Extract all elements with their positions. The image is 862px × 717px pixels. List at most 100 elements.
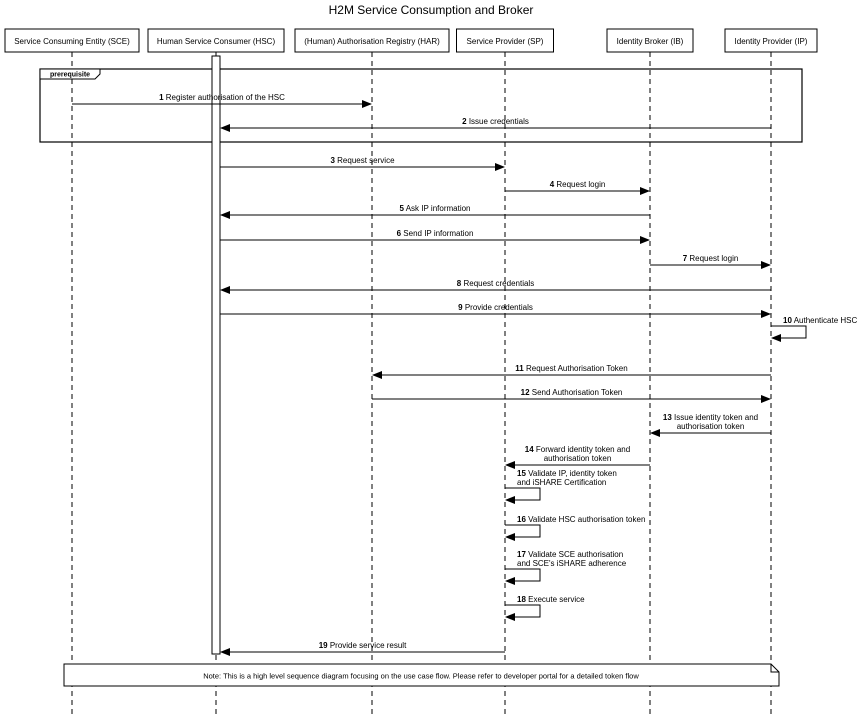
message-number: 6 bbox=[397, 229, 402, 238]
message-18: 18 Execute service bbox=[505, 595, 585, 621]
message-label: 1 Register authorisation of the HSC bbox=[159, 93, 285, 102]
message-number: 13 bbox=[663, 413, 672, 422]
message-label: 2 Issue credentials bbox=[462, 117, 529, 126]
frame-label: prerequisite bbox=[50, 72, 90, 79]
message-text: Request login bbox=[689, 254, 738, 263]
message-number: 18 bbox=[517, 595, 526, 604]
prerequisite-frame: prerequisite bbox=[39, 68, 803, 143]
actor-label-ib: Identity Broker (IB) bbox=[617, 37, 684, 46]
note-text: Note: This is a high level sequence diag… bbox=[203, 672, 639, 681]
message-number: 7 bbox=[683, 254, 688, 263]
lifelines bbox=[71, 52, 772, 717]
message-5: 5 Ask IP information bbox=[220, 204, 650, 219]
message-2: 2 Issue credentials bbox=[220, 117, 771, 132]
message-label: and SCE's iSHARE adherence bbox=[517, 559, 627, 568]
message-text: Request credentials bbox=[463, 279, 534, 288]
message-text: Provide service result bbox=[330, 641, 407, 650]
self-arrow bbox=[505, 524, 541, 541]
message-number: 2 bbox=[462, 117, 467, 126]
message-12: 12 Send Authorisation Token bbox=[372, 388, 771, 403]
message-label: authorisation token bbox=[677, 422, 745, 431]
message-text: Send Authorisation Token bbox=[532, 388, 623, 397]
message-label: 13 Issue identity token and bbox=[663, 413, 758, 422]
messages: 1 Register authorisation of the HSC 2 Iss… bbox=[72, 93, 858, 656]
actor-box-sp bbox=[456, 28, 554, 53]
message-9: 9 Provide credentials bbox=[220, 303, 771, 318]
message-label: 3 Request service bbox=[330, 156, 395, 165]
message-text: authorisation token bbox=[544, 454, 612, 463]
message-label: 9 Provide credentials bbox=[458, 303, 533, 312]
actor-box-ip bbox=[724, 28, 818, 53]
message-number: 10 bbox=[783, 316, 792, 325]
message-text: Send IP information bbox=[403, 229, 473, 238]
actor-box-ib bbox=[606, 28, 694, 53]
message-number: 4 bbox=[550, 180, 555, 189]
message-label: 12 Send Authorisation Token bbox=[521, 388, 623, 397]
message-1: 1 Register authorisation of the HSC bbox=[72, 93, 372, 108]
actor-boxes: Service Consuming Entity (SCE) Human Serv… bbox=[4, 28, 818, 53]
self-arrow bbox=[771, 325, 807, 342]
actor-label-ip: Identity Provider (IP) bbox=[735, 37, 808, 46]
actor-box-sce bbox=[4, 28, 140, 53]
message-number: 17 bbox=[517, 550, 526, 559]
message-text: Execute service bbox=[528, 595, 585, 604]
message-16: 16 Validate HSC authorisation token bbox=[505, 515, 645, 541]
message-3: 3 Request service bbox=[220, 156, 505, 171]
message-label: 17 Validate SCE authorisation bbox=[517, 550, 623, 559]
self-arrow bbox=[505, 568, 541, 585]
message-number: 3 bbox=[330, 156, 335, 165]
message-text: and iSHARE Certification bbox=[517, 478, 606, 487]
message-text: Ask IP information bbox=[406, 204, 471, 213]
message-text: Register authorisation of the HSC bbox=[166, 93, 285, 102]
diagram-title: H2M Service Consumption and Broker bbox=[329, 3, 534, 17]
message-label: 7 Request login bbox=[683, 254, 739, 263]
self-arrow bbox=[505, 487, 541, 504]
actor-label-sce: Service Consuming Entity (SCE) bbox=[14, 37, 130, 46]
hsc-activation-bar bbox=[211, 55, 221, 655]
message-14: 14 Forward identity token andauthorisati… bbox=[505, 445, 650, 469]
message-4: 4 Request login bbox=[505, 180, 650, 195]
message-text: authorisation token bbox=[677, 422, 745, 431]
message-label: 4 Request login bbox=[550, 180, 606, 189]
message-number: 11 bbox=[515, 364, 524, 373]
message-label: 10 Authenticate HSC bbox=[783, 316, 858, 325]
message-label: 19 Provide service result bbox=[319, 641, 407, 650]
message-text: Request service bbox=[337, 156, 395, 165]
actor-label-hsc: Human Service Consumer (HSC) bbox=[157, 37, 276, 46]
message-11: 11 Request Authorisation Token bbox=[372, 364, 771, 379]
message-text: Issue identity token and bbox=[674, 413, 758, 422]
message-label: and iSHARE Certification bbox=[517, 478, 606, 487]
message-number: 16 bbox=[517, 515, 526, 524]
message-label: 5 Ask IP information bbox=[399, 204, 470, 213]
note: Note: This is a high level sequence diag… bbox=[63, 663, 780, 687]
message-number: 12 bbox=[521, 388, 530, 397]
message-text: Provide credentials bbox=[465, 303, 533, 312]
message-label: 16 Validate HSC authorisation token bbox=[517, 515, 645, 524]
self-arrow bbox=[505, 604, 541, 621]
message-label: 6 Send IP information bbox=[397, 229, 474, 238]
message-text: Request login bbox=[556, 180, 605, 189]
message-7: 7 Request login bbox=[650, 254, 771, 269]
actor-box-har bbox=[294, 28, 450, 53]
message-number: 1 bbox=[159, 93, 164, 102]
message-text: Forward identity token and bbox=[536, 445, 630, 454]
message-label: 14 Forward identity token and bbox=[525, 445, 630, 454]
message-text: Validate IP, identity token bbox=[528, 469, 617, 478]
message-19: 19 Provide service result bbox=[220, 641, 505, 656]
actor-label-har: (Human) Authorisation Registry (HAR) bbox=[304, 37, 440, 46]
message-text: Issue credentials bbox=[469, 117, 529, 126]
message-6: 6 Send IP information bbox=[220, 229, 650, 244]
message-number: 19 bbox=[319, 641, 328, 650]
message-label: 11 Request Authorisation Token bbox=[515, 364, 627, 373]
message-label: 15 Validate IP, identity token bbox=[517, 469, 617, 478]
message-number: 9 bbox=[458, 303, 463, 312]
message-number: 5 bbox=[399, 204, 404, 213]
message-label: authorisation token bbox=[544, 454, 612, 463]
message-text: Validate HSC authorisation token bbox=[528, 515, 645, 524]
message-text: Validate SCE authorisation bbox=[528, 550, 623, 559]
message-number: 14 bbox=[525, 445, 534, 454]
actor-label-sp: Service Provider (SP) bbox=[467, 37, 544, 46]
